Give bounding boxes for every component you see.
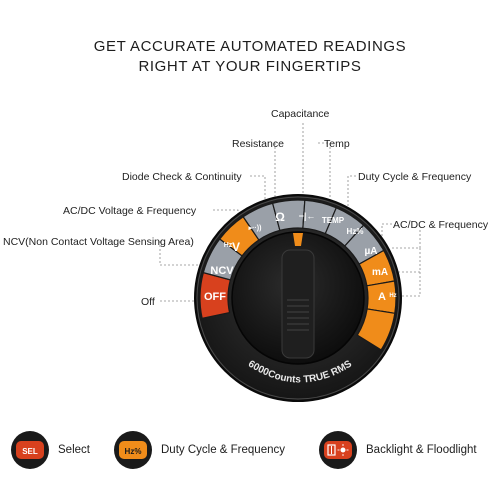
svg-text:Hz%: Hz% [125, 447, 142, 456]
position-amp-hz: Hz [389, 293, 396, 299]
acdc-right-leader-b [396, 248, 421, 273]
position-off[interactable]: OFF [204, 291, 226, 303]
position-ohm[interactable]: Ω [275, 210, 285, 224]
position-milliamp[interactable]: mA [372, 267, 388, 278]
dial-rim [196, 196, 400, 400]
lightbulb-icon [319, 431, 357, 469]
position-temp[interactable]: TEMP [322, 216, 345, 225]
amp-segment[interactable] [356, 308, 396, 351]
position-amp[interactable]: A [378, 291, 386, 303]
dial-ring-segments [199, 199, 397, 351]
knob-pointer-icon [293, 233, 303, 246]
legend-duty-cycle: Hz% Duty Cycle & Frequency [113, 428, 285, 472]
duty-cycle-label: Duty Cycle & Frequency [161, 444, 285, 456]
legend-backlight: Backlight & Floodlight [318, 428, 477, 472]
acdc-right-leader [381, 223, 392, 238]
callout-acdc-right: AC/DC & Frequency [393, 219, 489, 231]
headline-line-2: RIGHT AT YOUR FINGERTIPS [138, 58, 362, 75]
position-diode[interactable]: ▸··)) [248, 225, 262, 232]
ncv-leader-down [159, 241, 205, 266]
callout-duty-cycle-top: Duty Cycle & Frequency [358, 171, 472, 183]
callout-temp: Temp [324, 138, 350, 150]
callout-diode-check: Diode Check & Continuity [122, 171, 242, 183]
svg-text:SEL: SEL [22, 447, 38, 456]
select-label: Select [58, 444, 90, 456]
acdc-right-leader-c [400, 272, 421, 297]
position-hz-percent[interactable]: Hz% [347, 227, 364, 236]
hz-percent-button-icon: Hz% [114, 431, 152, 469]
backlight-label: Backlight & Floodlight [366, 444, 477, 456]
position-capacitance[interactable]: −|← [299, 211, 316, 221]
callout-off: Off [141, 296, 155, 308]
acdc-voltage-leader [213, 209, 239, 226]
headline-line-1: GET ACCURATE AUTOMATED READINGS [93, 38, 407, 55]
position-ncv[interactable]: NCV [210, 265, 234, 277]
diode-leader [250, 175, 266, 213]
callout-acdc-voltage: AC/DC Voltage & Frequency [63, 205, 197, 217]
knob-grip[interactable] [281, 249, 315, 359]
sel-button-icon: SEL [11, 431, 49, 469]
position-microamp[interactable]: µA [365, 246, 378, 257]
acdc-right-leader-a [392, 230, 421, 249]
callout-capacitance: Capacitance [271, 108, 330, 120]
position-volt[interactable]: V [232, 240, 240, 254]
duty-top-leader [347, 175, 356, 218]
callout-ncv: NCV(Non Contact Voltage Sensing Area) [3, 236, 194, 248]
callout-resistance: Resistance [232, 138, 284, 150]
temp-leader [318, 142, 331, 207]
legend-select: SEL Select [10, 428, 90, 472]
position-volt-hz: Hz [224, 242, 233, 249]
